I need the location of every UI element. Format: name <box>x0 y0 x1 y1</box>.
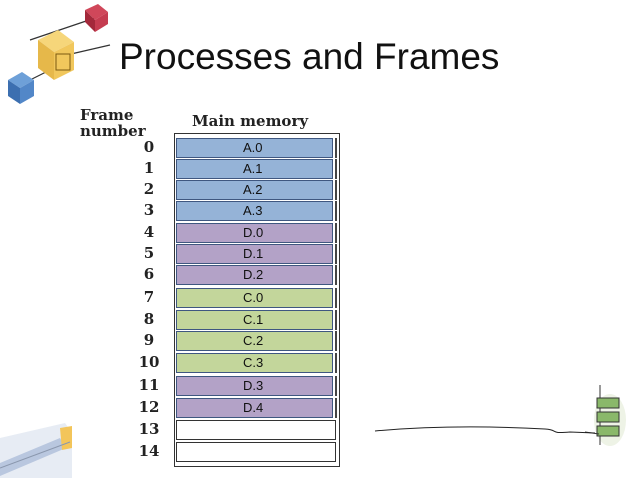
cell-shadow <box>335 265 337 285</box>
cell-shadow <box>335 244 337 264</box>
memory-frame-cell: D.3 <box>176 376 333 396</box>
main-memory-header: Main memory <box>192 112 309 130</box>
memory-frame-cell: D.4 <box>176 398 333 418</box>
slide-title: Processes and Frames <box>119 36 500 77</box>
decorative-stack-clipart <box>585 385 626 446</box>
frame-number: 11 <box>138 376 160 394</box>
memory-frame-cell <box>176 442 336 462</box>
cell-shadow <box>335 353 337 373</box>
frame-number: 3 <box>143 201 155 219</box>
memory-frame-cell: A.1 <box>176 159 333 179</box>
cell-shadow <box>335 201 337 221</box>
frame-number: 1 <box>143 159 155 177</box>
frame-number: 12 <box>138 398 160 416</box>
cell-shadow <box>335 180 337 200</box>
memory-frame-cell: A.0 <box>176 138 333 158</box>
frame-number: 9 <box>143 331 155 349</box>
memory-frame-cell: C.0 <box>176 288 333 308</box>
frame-number-header: Frame number <box>80 106 146 140</box>
memory-frame-cell: D.0 <box>176 223 333 243</box>
decorative-hand-drawn-line <box>374 426 596 434</box>
memory-frame-cell: C.3 <box>176 353 333 373</box>
memory-frame-cell: C.1 <box>176 310 333 330</box>
cell-shadow <box>335 376 337 396</box>
frame-number: 4 <box>143 223 155 241</box>
memory-frame-cell <box>176 420 336 440</box>
memory-frame-cell: A.3 <box>176 201 333 221</box>
frame-number: 0 <box>143 138 155 156</box>
frame-number: 7 <box>143 288 155 306</box>
cell-shadow <box>335 159 337 179</box>
frame-number: 8 <box>143 310 155 328</box>
frame-number: 14 <box>138 442 160 460</box>
memory-frame-cell: C.2 <box>176 331 333 351</box>
decorative-pencil-clipart <box>0 423 72 478</box>
memory-frame-cell: D.2 <box>176 265 333 285</box>
cell-shadow <box>335 310 337 330</box>
frame-number: 10 <box>138 353 160 371</box>
memory-frame-cell: A.2 <box>176 180 333 200</box>
frame-number: 2 <box>143 180 155 198</box>
frame-number: 6 <box>143 265 155 283</box>
frame-number: 13 <box>138 420 160 438</box>
memory-frame-cell: D.1 <box>176 244 333 264</box>
cell-shadow <box>335 138 337 158</box>
frame-number: 5 <box>143 244 155 262</box>
cell-shadow <box>335 288 337 308</box>
decorative-cubes-clipart <box>8 4 111 104</box>
cell-shadow <box>335 223 337 243</box>
cell-shadow <box>335 331 337 351</box>
cell-shadow <box>335 398 337 418</box>
